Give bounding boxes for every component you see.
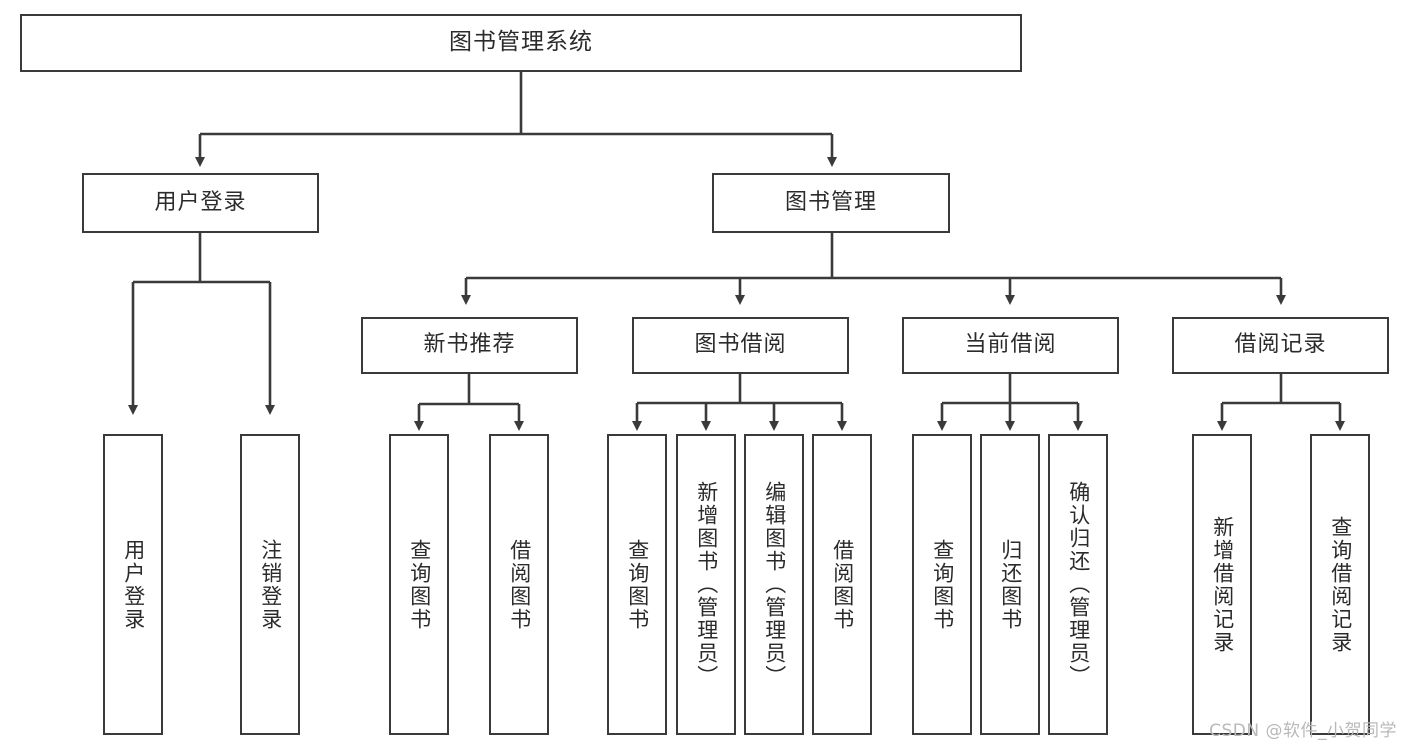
- node-book-management[interactable]: 图书管理: [712, 173, 950, 233]
- leaf-user-login-label: 用户登录: [121, 538, 146, 631]
- leaf-confirm-return-label: 确认归还（管理员）: [1066, 481, 1091, 688]
- leaf-add-record[interactable]: 新增借阅记录: [1192, 434, 1252, 735]
- leaf-add-book-label: 新增图书（管理员）: [694, 481, 719, 688]
- leaf-query-book-3-label: 查询图书: [930, 538, 955, 631]
- node-borrow-record[interactable]: 借阅记录: [1172, 317, 1389, 374]
- leaf-return-book[interactable]: 归还图书: [980, 434, 1040, 735]
- leaf-logout-login-label: 注销登录: [258, 538, 283, 631]
- node-book-borrow[interactable]: 图书借阅: [632, 317, 849, 374]
- leaf-return-book-label: 归还图书: [998, 538, 1023, 631]
- node-borrow-record-label: 借阅记录: [1234, 332, 1327, 358]
- leaf-query-book-2[interactable]: 查询图书: [607, 434, 667, 735]
- leaf-query-book-1-label: 查询图书: [407, 538, 432, 631]
- leaf-query-record[interactable]: 查询借阅记录: [1310, 434, 1370, 735]
- node-current-borrow[interactable]: 当前借阅: [902, 317, 1119, 374]
- leaf-query-book-1[interactable]: 查询图书: [389, 434, 449, 735]
- leaf-borrow-book-2-label: 借阅图书: [830, 538, 855, 631]
- node-book-management-label: 图书管理: [784, 189, 877, 215]
- node-root-system[interactable]: 图书管理系统: [20, 14, 1022, 72]
- node-current-borrow-label: 当前借阅: [964, 332, 1057, 358]
- leaf-query-book-2-label: 查询图书: [625, 538, 650, 631]
- node-user-login[interactable]: 用户登录: [82, 173, 319, 233]
- leaf-borrow-book-1[interactable]: 借阅图书: [489, 434, 549, 735]
- leaf-user-login[interactable]: 用户登录: [103, 434, 163, 735]
- leaf-add-record-label: 新增借阅记录: [1210, 515, 1235, 654]
- leaf-edit-book-label: 编辑图书（管理员）: [762, 481, 787, 688]
- leaf-query-record-label: 查询借阅记录: [1328, 515, 1353, 654]
- node-user-login-label: 用户登录: [154, 189, 247, 215]
- leaf-borrow-book-2[interactable]: 借阅图书: [812, 434, 872, 735]
- node-new-book-recommend-label: 新书推荐: [423, 332, 516, 358]
- node-new-book-recommend[interactable]: 新书推荐: [361, 317, 578, 374]
- leaf-borrow-book-1-label: 借阅图书: [507, 538, 532, 631]
- watermark: CSDN @软件_小贺同学: [1209, 721, 1397, 741]
- leaf-confirm-return[interactable]: 确认归还（管理员）: [1048, 434, 1108, 735]
- node-book-borrow-label: 图书借阅: [694, 332, 787, 358]
- node-root-system-label: 图书管理系统: [449, 29, 593, 56]
- leaf-edit-book[interactable]: 编辑图书（管理员）: [744, 434, 804, 735]
- leaf-logout-login[interactable]: 注销登录: [240, 434, 300, 735]
- leaf-query-book-3[interactable]: 查询图书: [912, 434, 972, 735]
- leaf-add-book[interactable]: 新增图书（管理员）: [676, 434, 736, 735]
